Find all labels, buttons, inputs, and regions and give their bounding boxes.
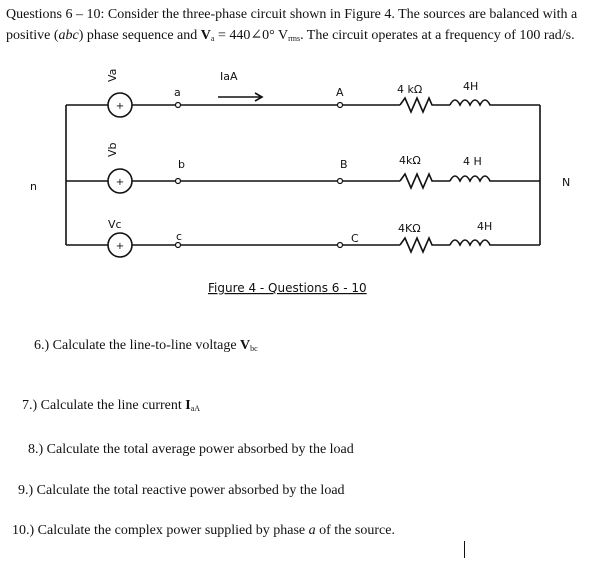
problem-intro: Questions 6 – 10: Consider the three-pha… xyxy=(6,4,610,49)
intro-text: positive ( xyxy=(6,28,59,43)
question-7: 7.) Calculate the line current IaA xyxy=(22,398,200,414)
source-b-sign: + xyxy=(116,177,124,188)
intro-line-2: positive (abc) phase sequence and Va = 4… xyxy=(6,25,610,49)
inductor-c-label: 4H xyxy=(477,220,492,233)
node-a-label: a xyxy=(174,86,181,99)
node-B-label: B xyxy=(340,158,348,171)
node-C-label: C xyxy=(351,232,359,245)
question-10: 10.) Calculate the complex power supplie… xyxy=(12,523,395,539)
source-b-icon xyxy=(107,168,133,194)
inductor-a-label: 4H xyxy=(463,80,478,93)
source-a-sign: + xyxy=(116,101,124,112)
question-7-subscript: aA xyxy=(190,404,201,413)
inductor-a-icon xyxy=(449,99,540,107)
intro-text: ) phase sequence and xyxy=(78,28,201,43)
voltage-symbol: V xyxy=(200,28,211,43)
current-label: IaA xyxy=(220,70,238,83)
inductor-b-label: 4 H xyxy=(463,155,482,168)
node-C-terminal xyxy=(336,241,344,249)
node-c-label: c xyxy=(176,230,182,243)
question-10-phase: a xyxy=(308,523,316,538)
question-8: 8.) Calculate the total average power ab… xyxy=(28,442,354,457)
resistor-a-icon xyxy=(399,95,450,115)
intro-text: . The circuit operates at a frequency of… xyxy=(300,28,575,43)
source-c-sign: + xyxy=(116,241,124,252)
question-6-symbol: V xyxy=(240,338,251,353)
text-cursor xyxy=(464,541,465,558)
neutral-N-label: N xyxy=(562,176,570,189)
resistor-a-label: 4 kΩ xyxy=(397,83,422,96)
rms-subscript: rms xyxy=(288,34,301,43)
source-c-label: Vc xyxy=(108,218,122,231)
resistor-b-label: 4kΩ xyxy=(399,154,421,167)
circuit-figure: + + + Va Vb Vc a b c A B C IaA 4 kΩ 4kΩ … xyxy=(30,69,570,295)
node-c-terminal xyxy=(174,241,182,249)
source-a-icon xyxy=(107,92,133,118)
voltage-subscript: a xyxy=(210,34,215,43)
source-b-label: Vb xyxy=(106,142,119,157)
source-c-icon xyxy=(107,232,133,258)
question-6-subscript: bc xyxy=(250,344,258,353)
current-arrowhead-icon xyxy=(254,92,264,102)
source-a-label: Va xyxy=(106,69,119,82)
node-A-terminal xyxy=(336,101,344,109)
question-7-symbol: I xyxy=(185,398,191,413)
resistor-c-icon xyxy=(399,235,450,255)
neutral-n-label: n xyxy=(30,180,37,193)
resistor-c-label: 4KΩ xyxy=(398,222,421,235)
question-10-text: 10.) Calculate the complex power supplie… xyxy=(12,523,309,538)
voltage-value: = 440∠0° V xyxy=(214,28,289,43)
node-A-label: A xyxy=(336,86,344,99)
question-6-text: 6.) Calculate the line-to-line voltage xyxy=(34,338,241,353)
question-7-text: 7.) Calculate the line current xyxy=(22,398,186,413)
inductor-c-icon xyxy=(449,239,540,247)
question-10-text-end: of the source. xyxy=(315,523,395,538)
intro-line-1: Questions 6 – 10: Consider the three-pha… xyxy=(6,7,578,22)
resistor-b-icon xyxy=(399,171,450,191)
question-6: 6.) Calculate the line-to-line voltage V… xyxy=(34,338,258,354)
phase-sequence: abc xyxy=(58,28,79,43)
inductor-b-icon xyxy=(449,175,540,183)
node-b-label: b xyxy=(178,158,185,171)
figure-caption: Figure 4 - Questions 6 - 10 xyxy=(208,281,367,295)
node-a-terminal xyxy=(174,101,182,109)
question-9: 9.) Calculate the total reactive power a… xyxy=(18,483,345,498)
node-b-terminal xyxy=(174,177,182,185)
node-B-terminal xyxy=(336,177,344,185)
